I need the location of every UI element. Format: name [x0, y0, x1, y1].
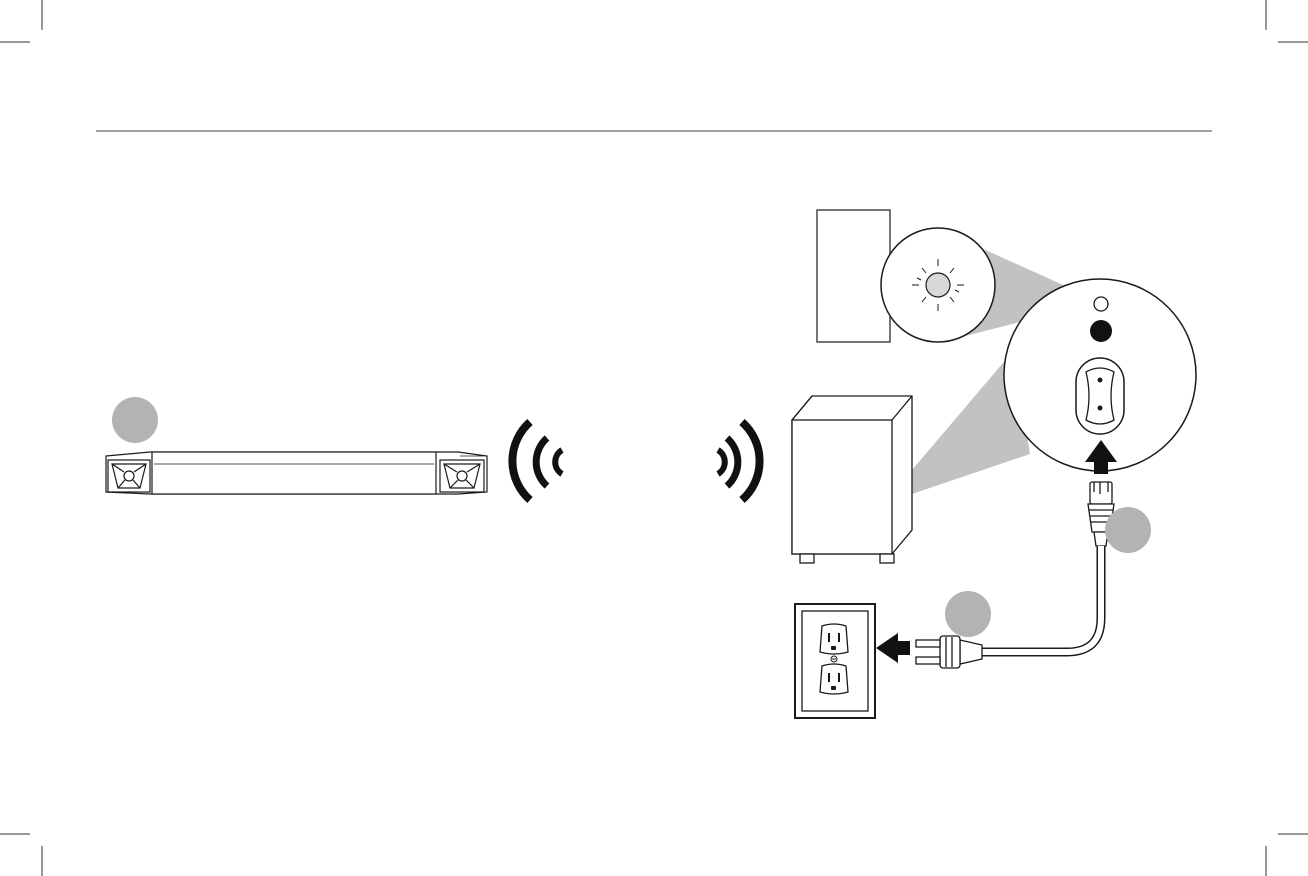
wireless-signal-left-icon — [512, 422, 562, 500]
subwoofer-icon — [792, 396, 912, 563]
power-cord-inner — [982, 546, 1101, 652]
wireless-signal-right-icon — [718, 422, 760, 500]
subwoofer-panel — [817, 210, 890, 342]
step-marker-3 — [945, 591, 991, 637]
wall-plug-icon — [916, 636, 982, 668]
step-marker-1 — [112, 397, 158, 443]
arrow-left-icon — [876, 633, 910, 663]
step-marker-2 — [1105, 507, 1151, 553]
power-cord — [982, 546, 1101, 652]
led-indicator-icon — [881, 228, 995, 342]
soundbar-icon — [106, 452, 487, 494]
wall-outlet-icon — [795, 604, 875, 718]
